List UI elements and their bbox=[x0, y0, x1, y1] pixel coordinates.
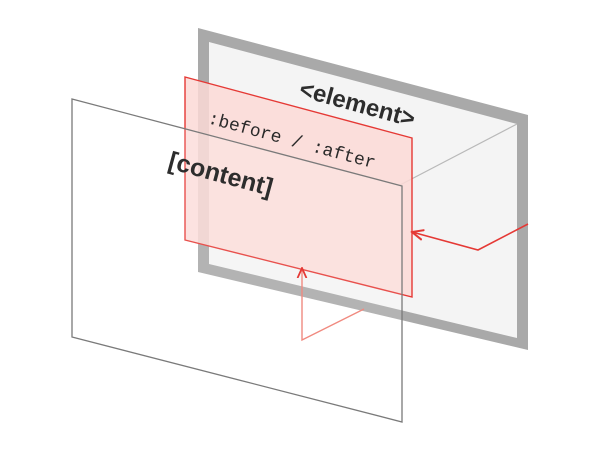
content-panel bbox=[71, 98, 403, 423]
element-depth-line bbox=[399, 123, 518, 186]
content-layer: [content] bbox=[71, 98, 403, 423]
bottom-pointer-arrow bbox=[302, 268, 365, 342]
right-pointer-arrow bbox=[412, 223, 529, 251]
pseudo-panel bbox=[184, 76, 413, 298]
pseudo-layer: :before / :after bbox=[184, 76, 413, 298]
